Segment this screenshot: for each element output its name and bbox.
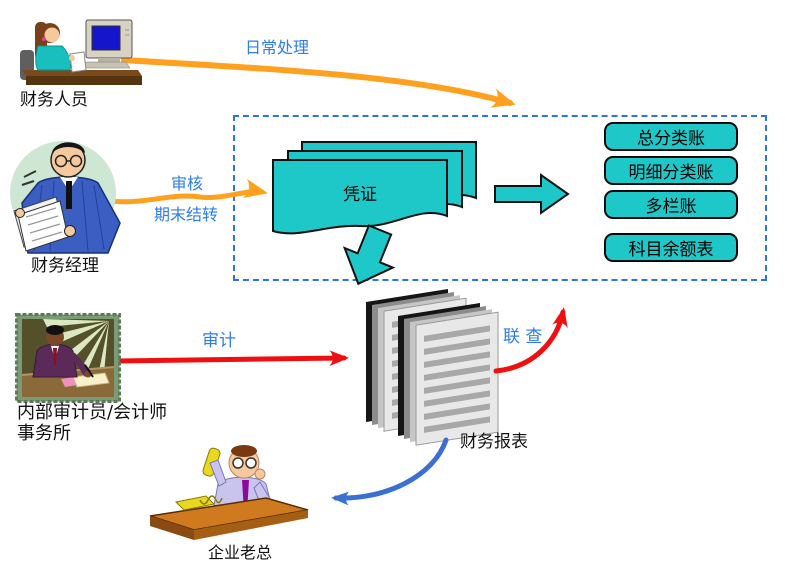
glasses-right: [245, 457, 257, 469]
review-label: 审核: [171, 174, 204, 193]
glasses-left: [232, 457, 244, 469]
ceo-clipart: [149, 445, 309, 540]
linked-query-label: 联 查: [503, 327, 543, 347]
phone-cord: [199, 495, 223, 505]
ledger-balance-sheet: 科目余额表: [604, 233, 738, 262]
arrow-report-to-ceo: [331, 437, 449, 506]
period-end-closing-label: 期末结转: [154, 205, 219, 224]
finance-manager-clipart: [10, 141, 121, 254]
ledger-general: 总分类账: [604, 122, 738, 151]
arrow-daily-processing: [121, 57, 516, 108]
desk-front: [150, 516, 194, 540]
auditor-clipart: [15, 313, 121, 403]
white-paper: [72, 372, 110, 388]
ledger-multicolumn: 多栏账: [604, 190, 738, 219]
ceo-label: 企业老总: [208, 543, 273, 562]
financial-report-label: 财务报表: [460, 432, 528, 452]
auditor-label-line2: 事务所: [17, 423, 71, 444]
finance-staff-label: 财务人员: [20, 90, 88, 110]
hand-left: [15, 208, 25, 218]
pen: [84, 364, 94, 378]
voucher-label: 凭证: [343, 185, 377, 205]
financial-report-stack: [366, 289, 499, 446]
finance-manager-label: 财务经理: [31, 256, 99, 276]
phone-base: [174, 495, 216, 511]
hand: [69, 55, 75, 61]
audit-label: 审计: [202, 331, 236, 351]
tie: [53, 348, 57, 365]
tie: [66, 181, 72, 209]
paper-front: [17, 200, 69, 252]
earring: [42, 37, 46, 41]
arm-raised: [209, 459, 227, 487]
arrow-audit: [112, 350, 349, 367]
auditor-label: 内部审计员/会计师 事务所: [17, 402, 167, 444]
hand-on-cheek: [254, 468, 266, 480]
desk-side: [194, 510, 308, 540]
desk: [22, 70, 142, 76]
ledger-subsidiary: 明细分类账: [604, 156, 738, 185]
sunburst: [43, 319, 109, 373]
arm: [67, 351, 91, 377]
hand-right: [64, 225, 76, 237]
auditor-label-line1: 内部审计员/会计师: [17, 402, 168, 423]
paper-in-hand: [69, 51, 87, 73]
finance-staff-clipart: [20, 19, 142, 85]
hair: [231, 445, 257, 457]
hair: [52, 142, 85, 153]
monitor-screen: [91, 25, 121, 51]
daily-processing-label: 日常处理: [245, 38, 310, 57]
hair: [46, 325, 64, 335]
